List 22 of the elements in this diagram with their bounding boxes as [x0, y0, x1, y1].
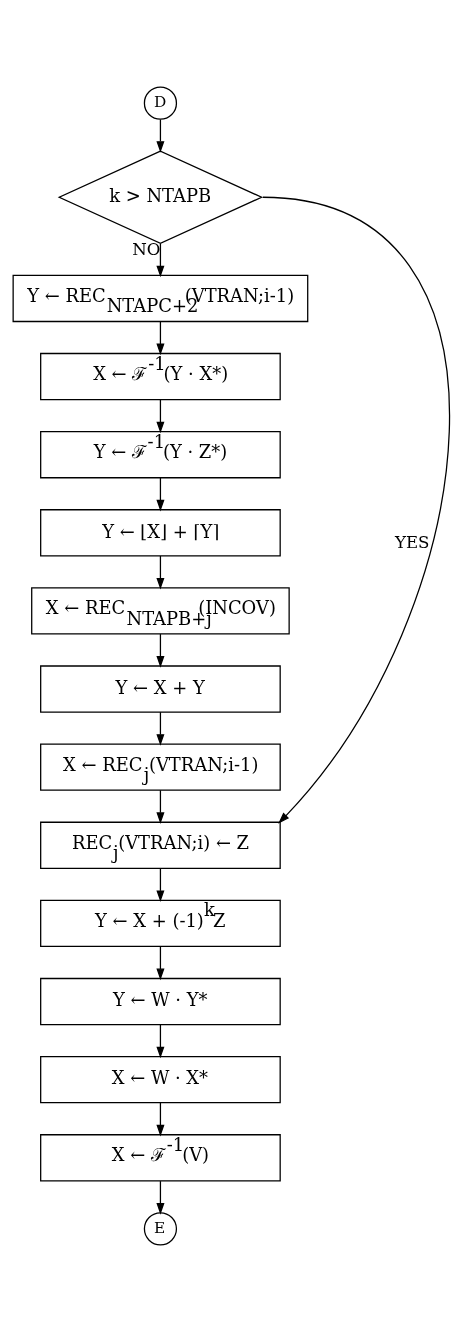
arrow [156, 555, 165, 590]
arrow [156, 243, 165, 278]
arrow [156, 867, 165, 902]
arrow [156, 633, 165, 668]
arrow [262, 196, 450, 824]
node-box: Y ← ⌊X⌋ + ⌈Y⌉ [40, 509, 281, 557]
arrow [156, 399, 165, 434]
node-box: Y ← X + Y [40, 665, 281, 713]
arrow [156, 789, 165, 824]
arrow [156, 320, 165, 356]
arrow [156, 118, 165, 153]
arrow [156, 1102, 165, 1137]
node-box: X ← W · X* [40, 1055, 281, 1104]
arrow [156, 945, 165, 981]
node-box: Y ← W · Y* [40, 977, 281, 1026]
arrow [156, 711, 165, 746]
node-circle: D [143, 86, 178, 120]
node-circle: E [143, 1212, 178, 1246]
arrow [156, 1180, 165, 1215]
arrow [156, 1024, 165, 1059]
arrow [156, 477, 165, 512]
edge-label: YES [394, 533, 430, 553]
